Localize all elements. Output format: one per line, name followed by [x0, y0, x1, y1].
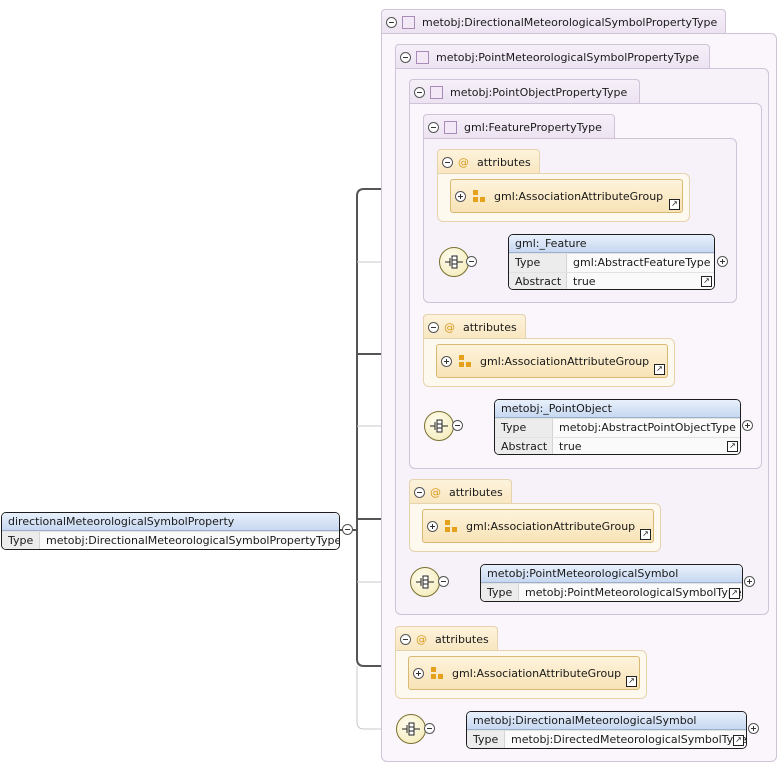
sequence-icon[interactable]	[439, 247, 469, 277]
type-value: metobj:DirectedMeteorologicalSymbolType	[505, 731, 746, 748]
complex-type-icon	[402, 15, 415, 29]
root-element[interactable]: directionalMeteorologicalSymbolProperty …	[1, 512, 340, 550]
attributes-label: attributes	[477, 155, 531, 169]
link-arrow-icon[interactable]: ↗	[733, 735, 744, 746]
collapse-icon[interactable]	[386, 16, 397, 28]
collapse-icon[interactable]	[452, 420, 463, 431]
link-arrow-icon[interactable]: ↗	[626, 676, 637, 687]
abstract-value: true	[567, 273, 714, 289]
collapse-icon[interactable]	[428, 321, 439, 333]
expand-icon[interactable]	[744, 576, 755, 587]
attributes-tab[interactable]: @ attributes	[409, 479, 512, 504]
collapse-icon[interactable]	[438, 576, 449, 587]
abstract-key: Abstract	[509, 273, 567, 289]
attribute-group-name: gml:AssociationAttributeGroup	[466, 519, 636, 533]
attribute-group-name: gml:AssociationAttributeGroup	[452, 666, 622, 680]
collapse-icon[interactable]	[428, 121, 439, 133]
attribute-group-icon	[459, 355, 471, 367]
sequence-icon[interactable]	[410, 567, 440, 597]
complex-type-icon	[430, 85, 443, 99]
type-tab-point-meteo[interactable]: metobj:PointMeteorologicalSymbolProperty…	[395, 44, 710, 69]
type-key: Type	[2, 532, 40, 549]
at-sign-icon: @	[430, 485, 441, 499]
complex-type-icon	[444, 120, 457, 134]
sequence-icon[interactable]	[396, 714, 426, 744]
sequence-icon[interactable]	[424, 411, 454, 441]
type-key: Type	[467, 731, 505, 748]
element-directional-meteo[interactable]: metobj:DirectionalMeteorologicalSymbol T…	[466, 711, 747, 749]
element-name: directionalMeteorologicalSymbolProperty	[2, 513, 339, 531]
collapse-icon[interactable]	[414, 486, 425, 498]
type-value: gml:AbstractFeatureType	[567, 254, 714, 272]
type-value: metobj:PointMeteorologicalSymbolType	[519, 584, 742, 601]
collapse-icon[interactable]	[466, 256, 477, 267]
link-arrow-icon[interactable]: ↗	[727, 441, 738, 452]
element-name: gml:_Feature	[509, 235, 714, 253]
type-value: metobj:AbstractPointObjectType	[553, 419, 740, 437]
at-sign-icon: @	[444, 320, 455, 334]
type-tab-point-object[interactable]: metobj:PointObjectPropertyType	[409, 79, 640, 104]
link-arrow-icon[interactable]: ↗	[701, 276, 712, 287]
type-key: Type	[495, 419, 553, 437]
type-name-directional: metobj:DirectionalMeteorologicalSymbolPr…	[422, 15, 718, 29]
element-name: metobj:PointMeteorologicalSymbol	[481, 565, 742, 583]
collapse-icon[interactable]	[400, 633, 411, 645]
type-name-point-object: metobj:PointObjectPropertyType	[450, 85, 628, 99]
attribute-group-icon	[431, 667, 443, 679]
link-arrow-icon[interactable]: ↗	[640, 529, 651, 540]
type-key: Type	[509, 254, 567, 272]
attribute-group-icon	[473, 190, 485, 202]
element-name: metobj:DirectionalMeteorologicalSymbol	[467, 712, 746, 730]
collapse-icon[interactable]	[424, 723, 435, 734]
attribute-group-name: gml:AssociationAttributeGroup	[494, 189, 664, 203]
expand-icon[interactable]	[742, 420, 753, 431]
expand-icon[interactable]	[413, 667, 424, 679]
type-value: metobj:DirectionalMeteorologicalSymbolPr…	[40, 532, 339, 549]
type-tab-directional[interactable]: metobj:DirectionalMeteorologicalSymbolPr…	[381, 9, 726, 34]
abstract-key: Abstract	[495, 438, 553, 454]
attributes-label: attributes	[463, 320, 517, 334]
expand-icon[interactable]	[455, 190, 466, 202]
collapse-icon[interactable]	[400, 51, 411, 63]
attribute-group-box[interactable]: gml:AssociationAttributeGroup ↗	[450, 179, 683, 213]
attribute-group-icon	[445, 520, 457, 532]
attribute-group-box[interactable]: gml:AssociationAttributeGroup ↗	[436, 344, 668, 378]
type-name-point-meteo: metobj:PointMeteorologicalSymbolProperty…	[436, 50, 700, 64]
collapse-icon[interactable]	[442, 156, 453, 168]
at-sign-icon: @	[416, 632, 427, 646]
expand-icon[interactable]	[717, 256, 728, 267]
link-arrow-icon[interactable]: ↗	[729, 588, 740, 599]
expand-icon[interactable]	[441, 355, 452, 367]
at-sign-icon: @	[458, 155, 469, 169]
collapse-icon[interactable]	[414, 86, 425, 98]
abstract-value: true	[553, 438, 740, 454]
type-key: Type	[481, 584, 519, 601]
collapse-icon[interactable]	[342, 524, 353, 535]
attributes-tab[interactable]: @ attributes	[423, 314, 526, 339]
expand-icon[interactable]	[427, 520, 438, 532]
attributes-label: attributes	[435, 632, 489, 646]
attribute-group-name: gml:AssociationAttributeGroup	[480, 354, 650, 368]
expand-icon[interactable]	[748, 723, 759, 734]
element-name: metobj:_PointObject	[495, 400, 740, 418]
attributes-tab[interactable]: @ attributes	[437, 149, 540, 174]
attribute-group-box[interactable]: gml:AssociationAttributeGroup ↗	[422, 509, 654, 543]
complex-type-icon	[416, 50, 429, 64]
link-arrow-icon[interactable]: ↗	[669, 199, 680, 210]
type-name-feature: gml:FeaturePropertyType	[464, 120, 602, 134]
attributes-label: attributes	[449, 485, 503, 499]
attribute-group-box[interactable]: gml:AssociationAttributeGroup ↗	[408, 656, 640, 690]
attributes-tab[interactable]: @ attributes	[395, 626, 498, 651]
type-tab-feature[interactable]: gml:FeaturePropertyType	[423, 114, 615, 139]
link-arrow-icon[interactable]: ↗	[654, 364, 665, 375]
